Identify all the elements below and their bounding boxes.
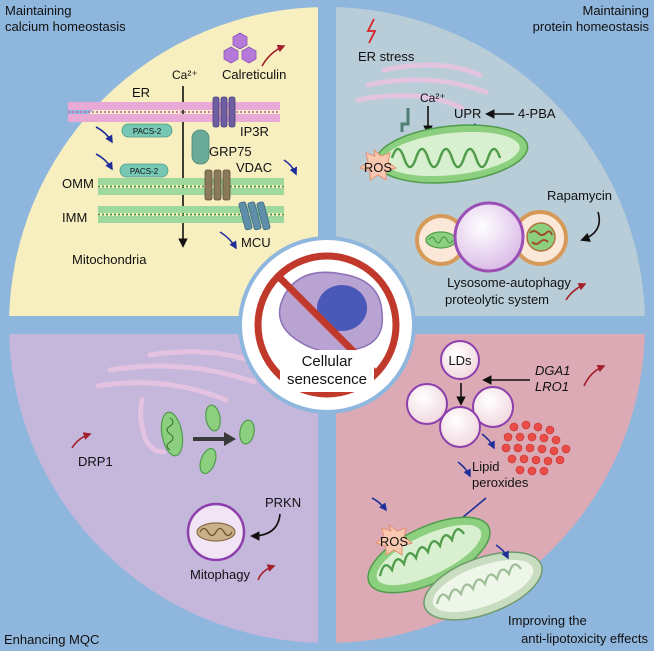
calcium-label-tl: Ca²⁺ [172,68,198,82]
calcium-label-tr: Ca²⁺ [420,91,446,105]
pacs2-down-arrow-1 [95,126,113,144]
caption-calcium-line1: Maintaining [5,3,72,18]
ros-label-tr: ROS [364,160,393,175]
er-stress-lightning-icon [366,18,377,44]
caption-protein-line2: protein homeostasis [533,19,650,34]
mitochondrion-tr-icon [375,124,529,184]
mitochondria-label: Mitochondria [72,252,147,267]
pacs2-label-1: PACS-2 [133,127,162,136]
mcu-down-arrow [219,231,237,250]
pacs2-pill-2 [119,163,169,178]
calreticulin-icon [223,32,257,64]
rapamycin-arrow [580,211,601,242]
fission-arrow-head [224,432,236,446]
imm-label: IMM [62,210,87,225]
grp75-label: GRP75 [209,144,252,159]
pacs2-down-arrow-2 [95,153,113,171]
pacs2-pill-1 [121,123,173,138]
ros-burst-br-icon [374,523,414,556]
lysosome-autophagy-icon [415,201,568,273]
upr-label: UPR [454,106,481,121]
caption-lipotoxicity-line1: Improving the [508,613,587,628]
vdac-channel-icon [204,169,231,201]
caption-lipotoxicity-line2: anti-lipotoxicity effects [521,631,648,646]
calreticulin-label: Calreticulin [222,67,286,82]
drp1-up-arrow [71,432,92,449]
center-label-backdrop [280,350,374,392]
er-channel-icon [400,108,410,132]
mitochondrion-bl-dividing-icon [160,411,184,457]
pba-label: 4-PBA [518,106,556,121]
caption-calcium-line2: calcium homeostasis [5,19,126,34]
lds-to-lipid-arrow [481,433,495,450]
mcu-channel-icon [238,201,271,231]
er-cisternae-tr [355,62,489,111]
prkn-label: PRKN [265,495,301,510]
ip3r-label: IP3R [240,124,269,139]
ip3r-channel-icon [212,96,236,128]
lro1-label: LRO1 [535,379,569,394]
vdac-label: VDAC [236,160,272,175]
lipid-peroxides-label-line2: peroxides [472,475,529,490]
mitophagy-icon [186,502,246,562]
lipid-peroxides-label-line1: Lipid [472,459,499,474]
calreticulin-up-arrow [261,44,286,67]
lysosome-up-arrow [565,283,587,301]
imm-membrane [98,206,284,223]
vdac-down-arrow [283,159,298,176]
caption-mqc: Enhancing MQC [4,632,99,647]
drp1-label: DRP1 [78,454,113,469]
senescent-cell-icon [278,271,384,353]
lipid-peroxide-dots-icon [501,420,571,476]
er-label: ER [132,85,150,100]
omm-label: OMM [62,176,94,191]
prohibition-circle-icon [254,252,400,398]
mitochondrion-br-2-icon [423,551,543,621]
caption-protein-line1: Maintaining [583,3,650,18]
lysosome-label-line2: proteolytic system [445,292,549,307]
lysosome-label-line1: Lysosome-autophagy [447,275,571,290]
mitochondria-fragments-icon [199,404,255,475]
lds-label: LDs [448,353,472,368]
ros-down-arrow [371,497,387,512]
omm-membrane [98,178,284,195]
mito-down-arrow [495,544,509,560]
er-stress-label: ER stress [358,49,415,64]
mcu-label: MCU [241,235,271,250]
pacs2-label-2: PACS-2 [130,167,159,176]
dga1-label: DGA1 [535,363,570,378]
grp75-icon [191,129,210,165]
prkn-arrow [250,513,281,541]
ros-label-br: ROS [380,534,409,549]
lipid-peroxides-down-arrow [457,461,471,478]
mitophagy-label: Mitophagy [190,567,250,582]
ros-burst-tr-icon [358,148,398,181]
dga1-lro1-up-arrow [583,364,606,387]
rapamycin-label: Rapamycin [547,188,612,203]
er-membrane [68,102,280,122]
mitophagy-up-arrow [257,564,276,581]
lipid-droplets-icon [406,340,514,448]
center-label-line1: Cellular [302,353,353,370]
center-label-line2: senescence [287,371,367,388]
